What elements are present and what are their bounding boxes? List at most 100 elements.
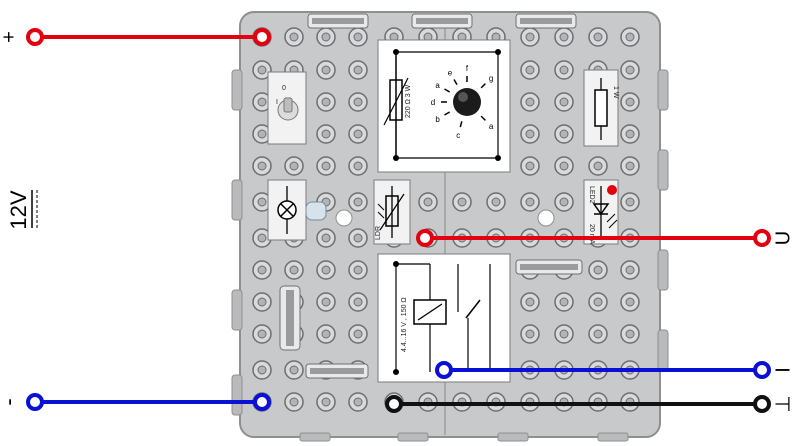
socket-hole [353,329,363,339]
relay-spec-label: 4.4...16 V , 150 Ω [401,297,408,352]
socket-hole [289,365,299,375]
lamp-icon [277,186,297,234]
socket-hole [559,161,569,171]
socket-hole [321,397,331,407]
socket-hole [257,197,267,207]
socket-hole [525,97,535,107]
socket-hole [257,329,267,339]
socket-hole [321,65,331,75]
pot-tap-label: a [435,81,440,90]
top-bridge-connectors [307,13,577,29]
socket-hole [353,233,363,243]
resistor-right-spec: 1 W [612,86,619,99]
switch-off-label: I [276,99,278,106]
socket-hole [353,197,363,207]
socket-hole [525,32,535,42]
socket-hole [625,297,635,307]
socket-hole [321,233,331,243]
socket-hole [559,129,569,139]
socket-hole [525,129,535,139]
socket-hole [625,129,635,139]
u-terminal[interactable] [753,229,771,247]
socket-hole [289,397,299,407]
socket-hole [593,161,603,171]
socket-hole [353,297,363,307]
socket-hole [257,297,267,307]
resistor-icon [594,78,608,140]
plus-label: + [0,31,20,43]
bridge-connector-left [279,285,301,351]
socket-hole [257,129,267,139]
socket-hole [353,397,363,407]
pot-tap-tick [444,88,451,93]
i-terminal[interactable] [753,361,771,379]
socket-hole [559,197,569,207]
socket-hole [593,265,603,275]
socket-hole [457,197,467,207]
socket-hole [289,265,299,275]
socket-hole [321,97,331,107]
ldr-label: LDR [375,226,382,240]
socket-hole [353,129,363,139]
u-label: U [772,231,794,245]
plus-terminal[interactable] [26,28,44,46]
socket-hole [321,265,331,275]
ldr-module: LDR [373,179,411,245]
socket-hole [491,197,501,207]
socket-hole [525,297,535,307]
knob-icon[interactable] [453,88,481,116]
pot-tap-tick [459,121,463,128]
socket-hole [353,65,363,75]
pot-tap-tick [453,79,458,86]
resistor-right-module: 1 W [583,69,619,147]
socket-hole [525,197,535,207]
socket-hole [525,329,535,339]
socket-hole [593,329,603,339]
pot-spec-label: 220 Ω 3 W [405,84,412,118]
pot-tap-tick [480,115,486,121]
socket-hole [257,65,267,75]
socket-hole [321,161,331,171]
wires [26,28,771,413]
socket-hole [525,65,535,75]
socket-hole [559,297,569,307]
socket-hole [321,32,331,42]
minus-label: - [0,398,21,405]
socket-hole [353,265,363,275]
socket-hole [625,97,635,107]
socket-hole [257,233,267,243]
pot-tap-label: b [435,115,440,124]
i-label: I [772,367,794,373]
switch-module[interactable]: 0 I [267,71,307,145]
dc-symbol [31,190,38,228]
led-spec-label: 20 mA [588,224,595,245]
minus-terminal[interactable] [26,393,44,411]
socket-hole [257,161,267,171]
socket-hole [257,97,267,107]
resistor-icon [383,52,409,158]
socket-hole [625,329,635,339]
socket-hole [321,129,331,139]
socket-hole [257,365,267,375]
socket-hole [321,297,331,307]
pot-tap-label: f [466,64,469,73]
socket-hole [625,32,635,42]
switch-on-label: 0 [282,85,286,92]
socket-hole [559,329,569,339]
socket-hole [289,161,299,171]
socket-hole [625,265,635,275]
ground-terminal[interactable] [753,395,771,413]
socket-hole [353,161,363,171]
socket-hole [625,197,635,207]
socket-hole [423,197,433,207]
socket-hole [625,161,635,171]
pot-tap-label: c [456,131,460,140]
lamp-module [267,179,327,241]
socket-hole [353,32,363,42]
led-icon [592,185,618,238]
pot-tap-label: g [489,74,493,83]
socket-hole [257,265,267,275]
